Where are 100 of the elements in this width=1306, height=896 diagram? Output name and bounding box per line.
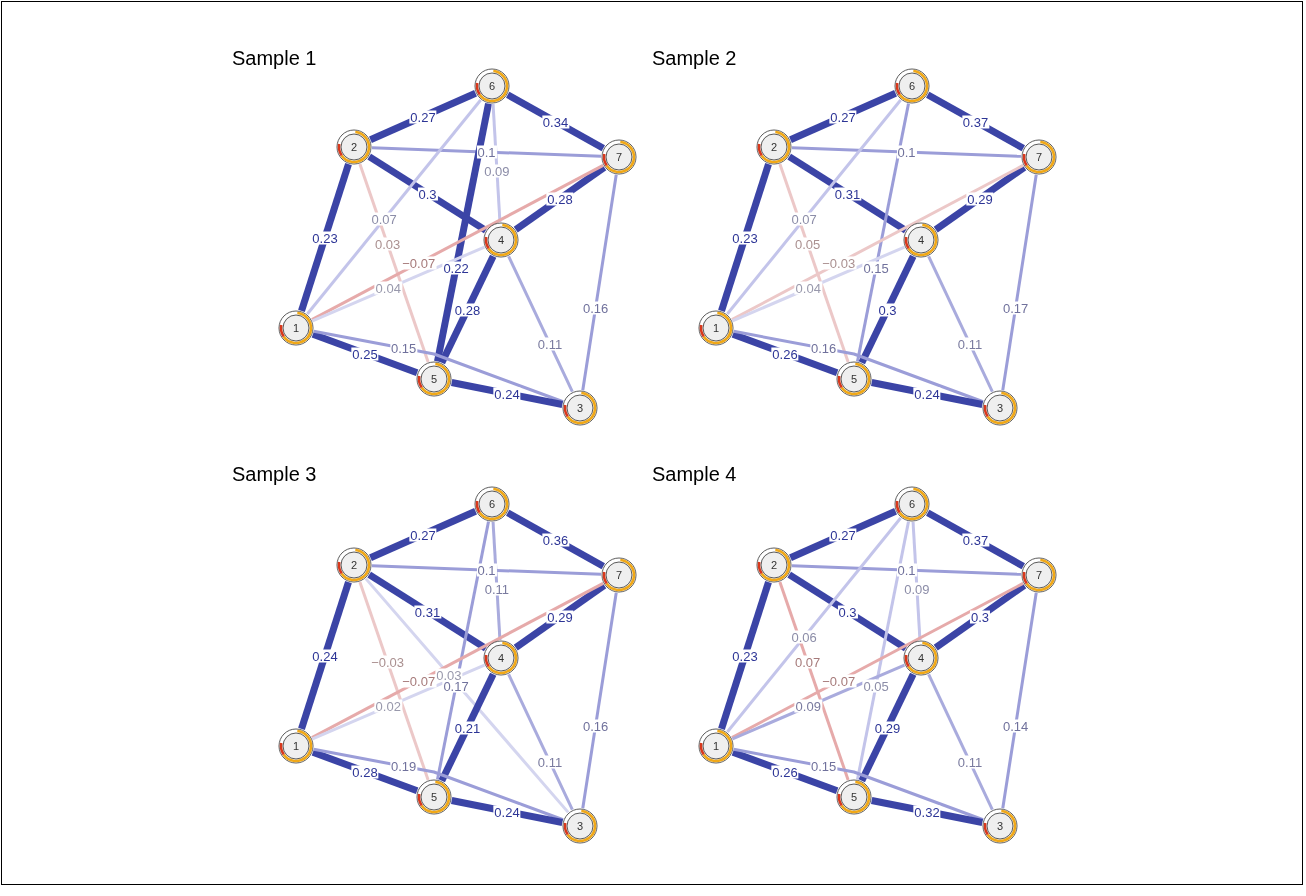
edge-label: −0.07 <box>401 674 437 688</box>
edge-label: 0.11 <box>536 755 564 769</box>
edge-label: 0.09 <box>903 582 931 596</box>
edge-label: 0.3 <box>969 610 991 623</box>
node-circle: 4 <box>483 640 519 676</box>
edge-line <box>311 748 419 795</box>
edge-line <box>371 146 602 158</box>
node-circle: 2 <box>336 547 372 583</box>
node-circle: 7 <box>601 139 637 175</box>
edge-label: 0.15 <box>809 759 838 773</box>
edge-label: 0.16 <box>809 341 838 355</box>
edge-line <box>726 99 902 315</box>
node-circle: 3 <box>982 808 1018 844</box>
edge-line <box>513 582 607 651</box>
node-circle: 5 <box>416 361 452 397</box>
edge-label: 0.37 <box>961 115 990 128</box>
edge-label: 0.23 <box>731 231 759 244</box>
edge-label: 0.29 <box>873 721 902 734</box>
panel-title: Sample 4 <box>652 462 737 487</box>
edge-label: 0.36 <box>541 533 570 546</box>
edge-label: 0.17 <box>1001 301 1030 315</box>
edge-label: 0.26 <box>771 765 799 778</box>
edge-label: 0.09 <box>794 699 822 713</box>
edge-line <box>298 163 352 312</box>
node-circle: 4 <box>483 222 519 258</box>
edge-label: 0.27 <box>409 110 437 123</box>
edge-label: 0.37 <box>961 533 990 546</box>
edge-line <box>933 164 1027 233</box>
edge-label: 0.03 <box>373 237 402 251</box>
edge-line <box>731 330 839 377</box>
node-circle: 7 <box>1021 139 1057 175</box>
edge-line <box>434 103 492 362</box>
edge-line <box>313 747 564 822</box>
edge-label: 0.29 <box>546 610 574 623</box>
edge-label: 0.19 <box>389 759 418 773</box>
edge-label: 0.11 <box>956 337 984 351</box>
edge-line <box>856 521 910 780</box>
edge-label: 0.04 <box>794 281 822 295</box>
edge-line <box>506 91 605 152</box>
edge-label: 0.24 <box>493 805 521 818</box>
edge-label: 0.24 <box>311 649 339 662</box>
edge-label: 0.27 <box>829 110 857 123</box>
edge-label: 0.28 <box>453 303 482 316</box>
node-circle: 5 <box>416 779 452 815</box>
edge-line <box>369 508 477 561</box>
edge-line <box>581 592 618 809</box>
edge-line <box>371 564 602 576</box>
edge-line <box>791 564 1022 576</box>
edge-label: 0.02 <box>374 699 402 713</box>
edge-line <box>313 329 564 404</box>
edge-line <box>369 90 477 143</box>
node-circle: 1 <box>278 310 314 346</box>
panel-title: Sample 1 <box>232 46 317 71</box>
edge-line <box>726 517 902 733</box>
node-circle: 6 <box>474 486 510 522</box>
edge-line <box>1001 174 1038 391</box>
edge-line <box>789 508 897 561</box>
edge-line <box>507 255 574 393</box>
edge-label: −0.07 <box>821 674 857 688</box>
node-circle: 2 <box>336 129 372 165</box>
edge-label: 0.24 <box>493 387 521 400</box>
edge-label: 0.28 <box>351 765 379 778</box>
edge-label: −0.07 <box>401 256 437 270</box>
edge-line <box>731 748 839 795</box>
edge-label: 0.1 <box>476 563 497 577</box>
edge-line <box>438 254 497 365</box>
edge-line <box>507 673 574 811</box>
edge-label: 0.26 <box>771 347 799 360</box>
edge-label: 0.07 <box>793 655 822 669</box>
node-circle: 7 <box>1021 557 1057 593</box>
edge-line <box>733 747 984 822</box>
panel-title: Sample 3 <box>232 462 317 487</box>
edge-label: 0.11 <box>956 755 984 769</box>
edge-line <box>791 146 1022 158</box>
node-circle: 1 <box>698 310 734 346</box>
edge-line <box>778 581 850 781</box>
node-circle: 5 <box>836 779 872 815</box>
edge-line <box>718 581 772 730</box>
edge-label: 0.16 <box>581 301 610 315</box>
edge-label: 0.23 <box>731 649 759 662</box>
node-circle: 6 <box>474 68 510 104</box>
edge-label: 0.15 <box>862 261 890 275</box>
edge-label: −0.03 <box>370 655 406 669</box>
edge-line <box>858 254 917 365</box>
edge-line <box>733 329 984 404</box>
edge-label: 0.05 <box>793 237 822 251</box>
edge-line <box>506 509 605 570</box>
edge-label: 0.3 <box>877 303 898 316</box>
edge-line <box>491 103 502 223</box>
edge-label: 0.07 <box>370 212 398 226</box>
edge-line <box>1001 592 1038 809</box>
edge-line <box>926 91 1025 152</box>
node-circle: 2 <box>756 547 792 583</box>
node-circle: 6 <box>894 68 930 104</box>
edge-line <box>491 521 502 641</box>
node-circle: 3 <box>562 808 598 844</box>
edge-line <box>858 672 917 783</box>
edge-line <box>311 164 604 321</box>
edge-label: 0.3 <box>417 187 438 200</box>
edge-line <box>513 164 607 233</box>
